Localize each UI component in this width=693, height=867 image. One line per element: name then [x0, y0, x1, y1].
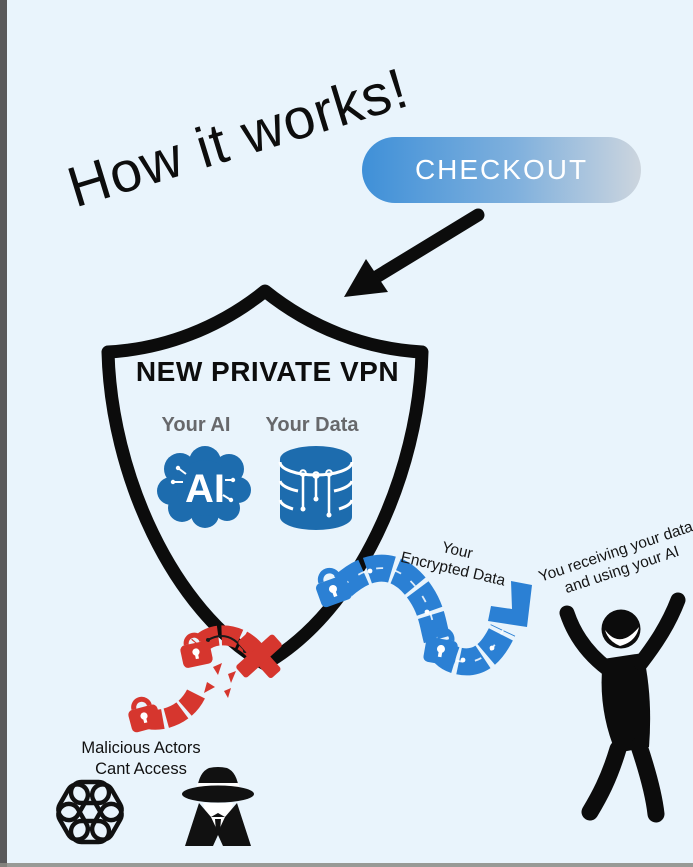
broken-chain-icon	[128, 625, 264, 733]
checkout-button[interactable]: CHECKOUT	[362, 137, 641, 203]
padlock-icon	[315, 567, 352, 608]
bottom-edge-border	[0, 863, 693, 867]
celebrating-person-icon	[559, 592, 686, 823]
encrypted-chain-icon	[315, 554, 532, 676]
blocked-line2: Cant Access	[95, 760, 187, 779]
padlock-icon	[180, 632, 213, 668]
shield-outline	[101, 284, 429, 671]
left-edge-border	[0, 0, 7, 867]
your-ai-label: Your AI	[161, 414, 231, 436]
padlock-icon	[128, 696, 161, 733]
blocked-line1: Malicious Actors	[81, 739, 201, 757]
openai-logo-icon	[56, 779, 124, 845]
ai-brain-icon: AI	[157, 446, 251, 528]
your-data-label: Your Data	[265, 414, 359, 436]
shield-title: NEW PRIVATE VPN	[135, 356, 400, 387]
blocked-cross-icon	[236, 633, 282, 679]
data-connector-bracket-icon	[488, 581, 532, 627]
padlock-icon	[423, 627, 458, 666]
spy-icon	[182, 767, 254, 846]
ai-icon-text: AI	[185, 467, 225, 511]
database-icon	[278, 446, 354, 530]
malicious-actors-label: Malicious Actors Cant Access	[65, 738, 217, 781]
arrow-down-left-icon	[344, 208, 485, 297]
